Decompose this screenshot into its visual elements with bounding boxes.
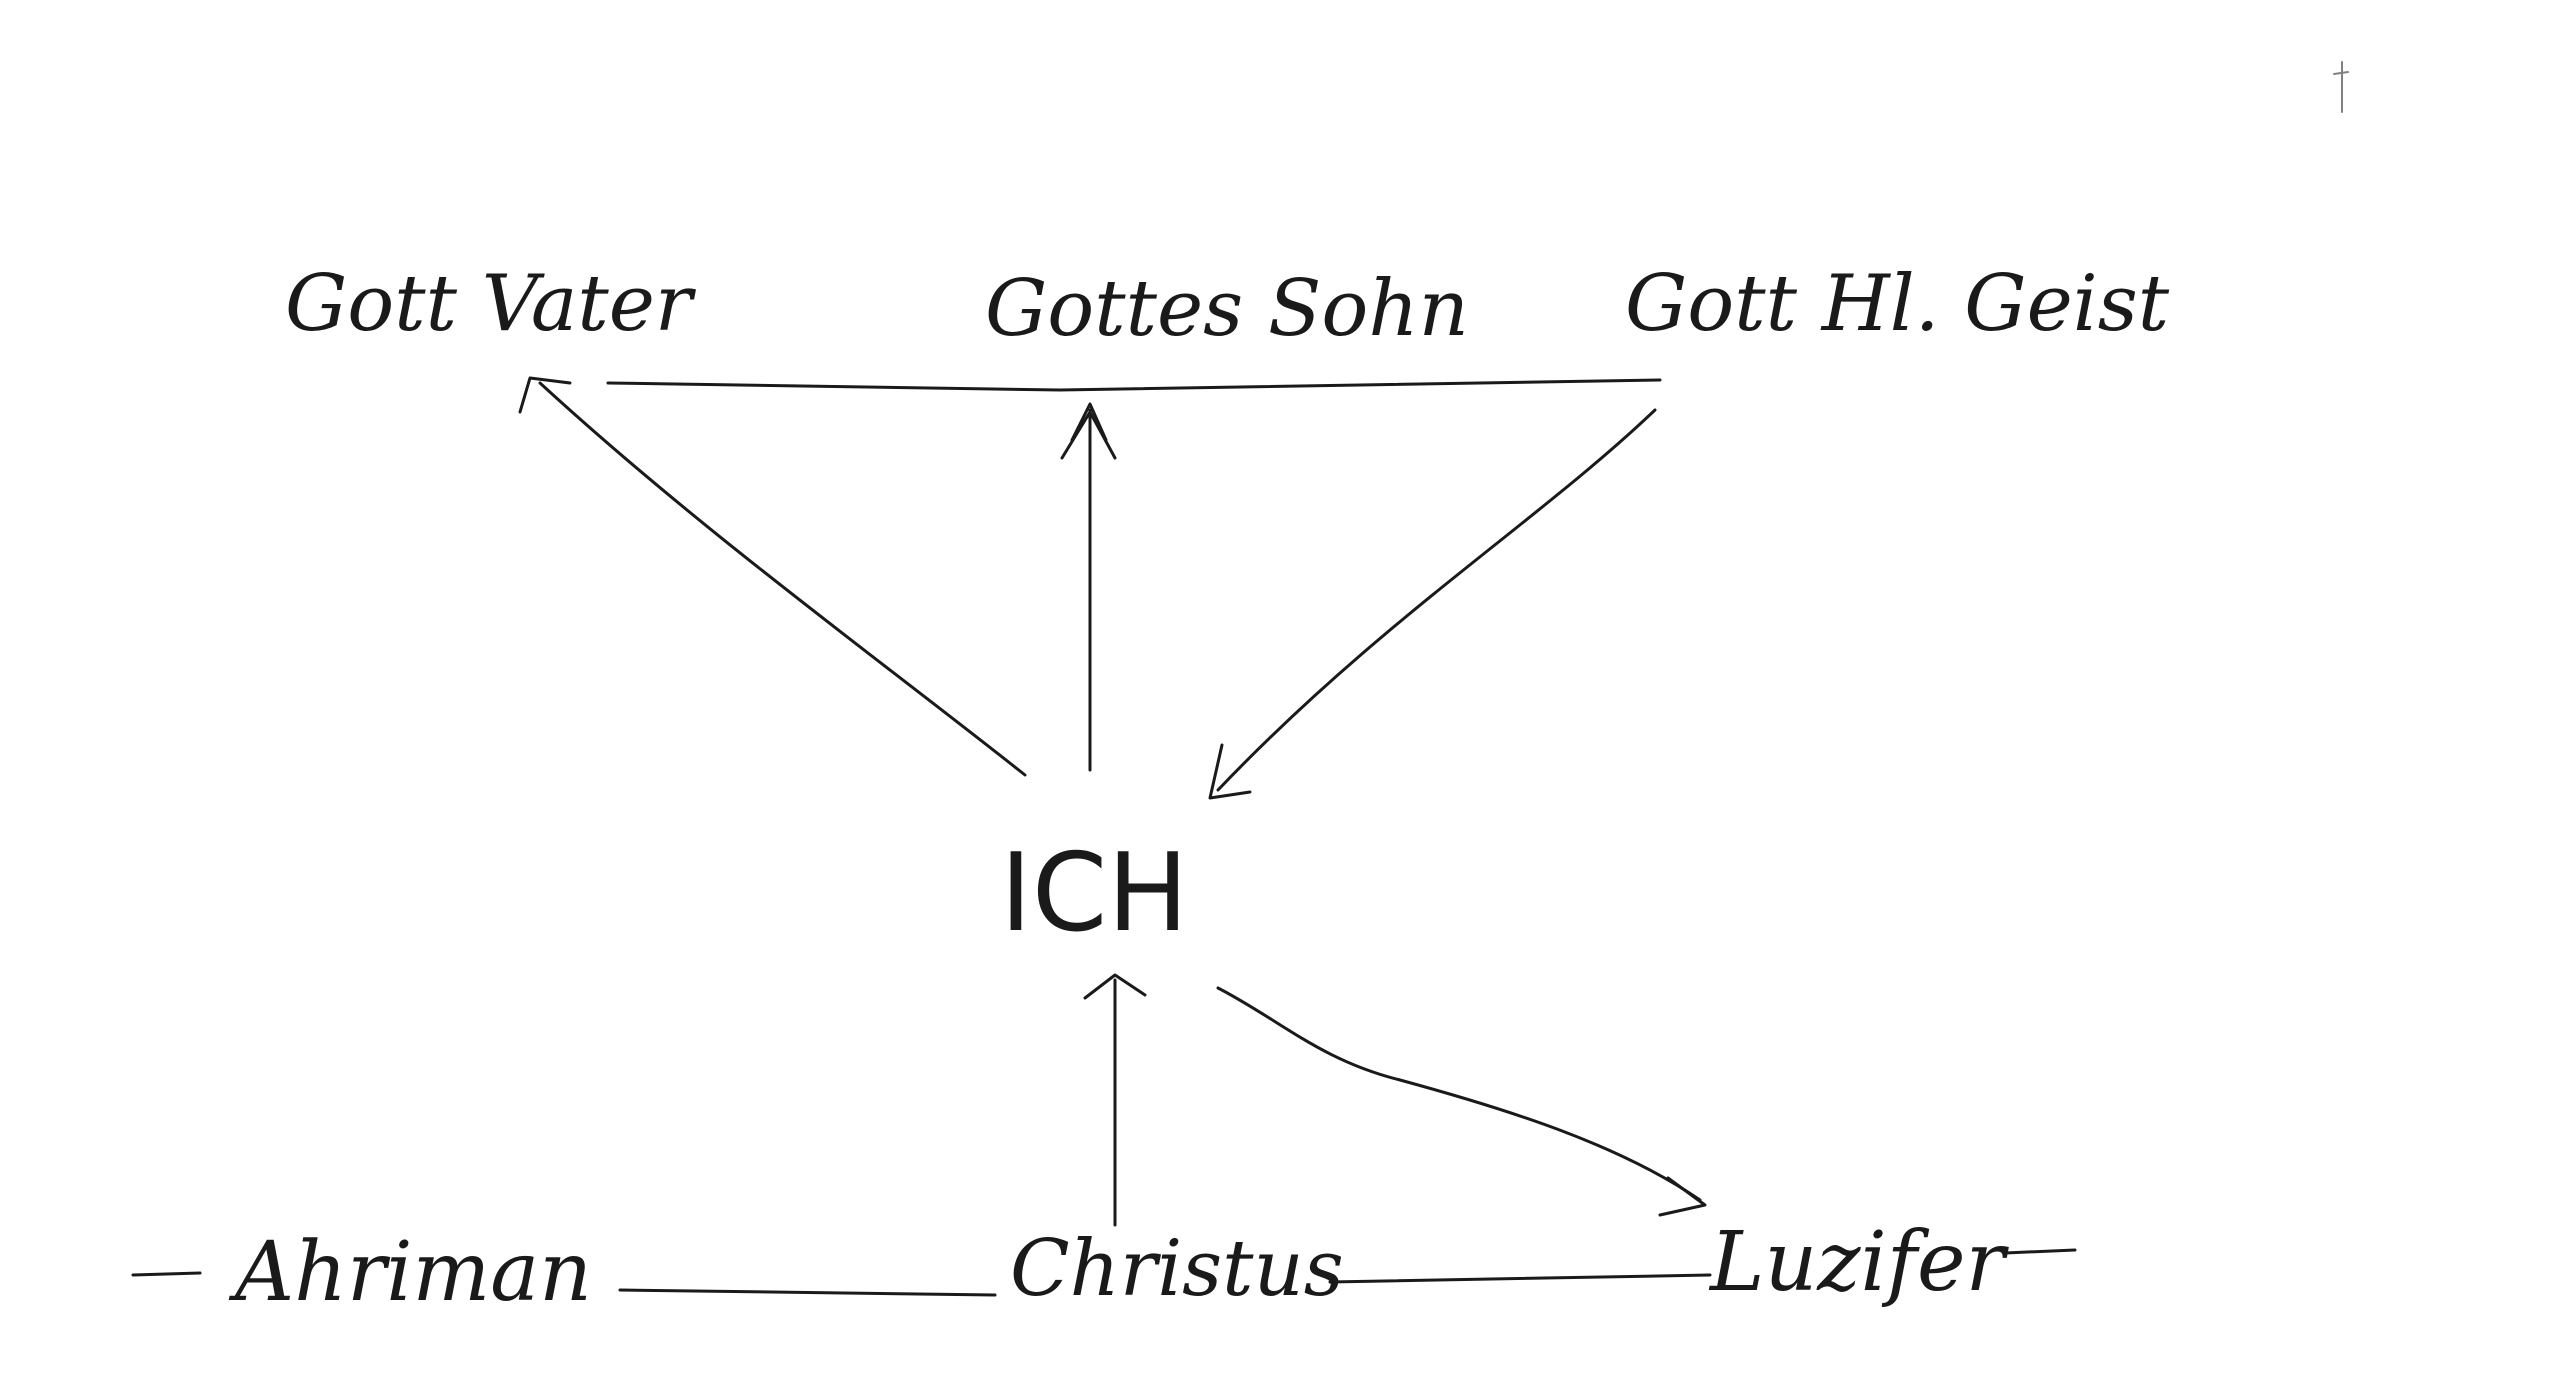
label-luzifer: Luzifer bbox=[1708, 1215, 2010, 1310]
label-gott-hl-geist: Gott Hl. Geist bbox=[1625, 259, 2170, 349]
page-mark-top-right bbox=[2333, 61, 2349, 113]
arrowhead-gottes-sohn bbox=[1060, 410, 1117, 460]
bottom-line-left-dash bbox=[131, 1271, 202, 1277]
label-gott-vater: Gott Vater bbox=[285, 259, 697, 349]
label-ich: ICH bbox=[1000, 831, 1188, 956]
arrowhead-luzifer bbox=[1658, 1176, 1707, 1217]
arrowhead-gott-vater bbox=[518, 376, 572, 414]
arrow-geist-to-ich bbox=[1216, 408, 1657, 792]
bottom-line-right-dash bbox=[2003, 1248, 2077, 1255]
label-gottes-sohn: Gottes Sohn bbox=[985, 264, 1469, 354]
label-christus: Christus bbox=[1010, 1224, 1344, 1314]
arrowhead-ich-from-christus bbox=[1083, 973, 1147, 1000]
arrowhead-ich-from-geist bbox=[1208, 743, 1252, 800]
label-ahriman: Ahriman bbox=[228, 1225, 592, 1320]
bottom-line-christus-luzifer bbox=[1328, 1273, 1712, 1284]
trinity-line bbox=[606, 378, 1662, 392]
bottom-line-ahriman-christus bbox=[618, 1288, 997, 1297]
arrow-ich-to-gott-vater bbox=[538, 381, 1027, 777]
arrowhead-gottes-sohn-double bbox=[1070, 402, 1108, 442]
arrow-ich-to-luzifer bbox=[1216, 986, 1702, 1202]
